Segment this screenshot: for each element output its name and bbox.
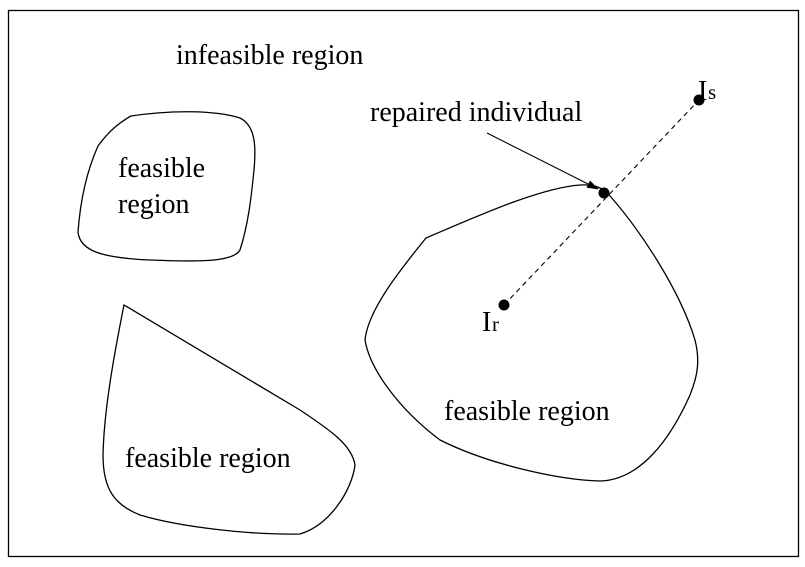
feasible-region-bottom-left-label: feasible region	[125, 443, 291, 474]
feasible-region-top-left	[77, 111, 256, 262]
feasible-region-right-label: feasible region	[444, 396, 610, 427]
reference-point-label-sub: r	[492, 312, 499, 336]
repaired-individual-label: repaired individual	[370, 97, 582, 128]
annotation-arrow	[486, 132, 599, 190]
repaired-individual-point	[598, 187, 610, 199]
source-individual-point	[693, 94, 705, 106]
feasible-region-bottom-left	[102, 303, 356, 535]
infeasible-region-label: infeasible region	[176, 40, 363, 71]
repair-direction-line	[503, 99, 700, 306]
reference-point-label-main: I	[482, 307, 491, 338]
reference-individual-point	[498, 299, 510, 311]
source-point-label-main: I	[698, 76, 707, 107]
diagram-frame	[7, 9, 800, 558]
feasible-region-top-left-label-line1: feasible	[118, 153, 205, 184]
feasible-region-top-left-label-line2: region	[118, 189, 190, 220]
source-point-label-sub: s	[708, 80, 716, 104]
feasible-region-right	[364, 184, 699, 482]
